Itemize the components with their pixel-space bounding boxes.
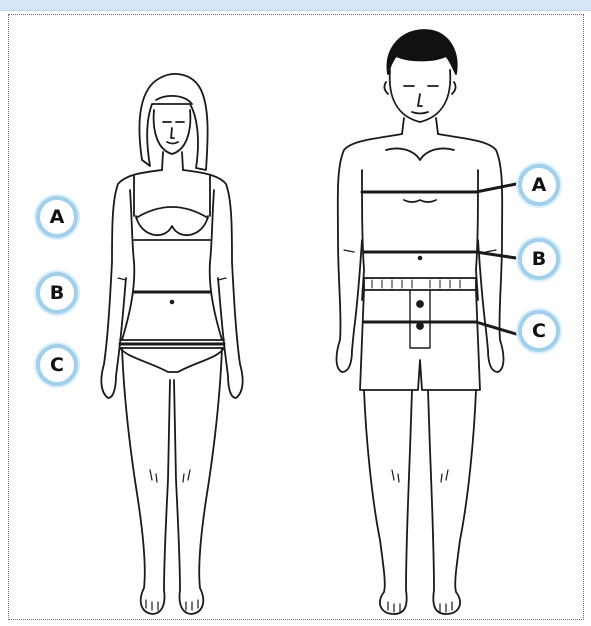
female-hair: [139, 74, 207, 170]
female-badge-c-label: C: [50, 356, 64, 375]
male-torso: [362, 170, 478, 300]
male-badge-c: C: [518, 310, 560, 352]
male-badge-a-label: A: [532, 176, 547, 195]
male-legs: [364, 390, 476, 614]
female-badge-b-label: B: [50, 284, 64, 303]
male-line-c: [364, 322, 516, 334]
male-line-a: [362, 184, 516, 192]
female-torso: [122, 190, 222, 340]
male-badge-b-label: B: [532, 250, 546, 269]
male-badge-c-label: C: [532, 322, 546, 341]
female-bra: [134, 176, 210, 240]
female-figure: [101, 74, 242, 614]
female-badge-a: A: [36, 196, 78, 238]
male-badge-a: A: [518, 164, 560, 206]
male-figure: [337, 30, 517, 614]
female-legs: [122, 348, 222, 614]
male-line-b: [364, 252, 516, 258]
female-badge-a-label: A: [50, 208, 65, 227]
male-hair: [387, 30, 456, 74]
female-badge-c: C: [36, 344, 78, 386]
female-badge-b: B: [36, 272, 78, 314]
male-badge-b: B: [518, 238, 560, 280]
male-waistband: [364, 278, 476, 290]
